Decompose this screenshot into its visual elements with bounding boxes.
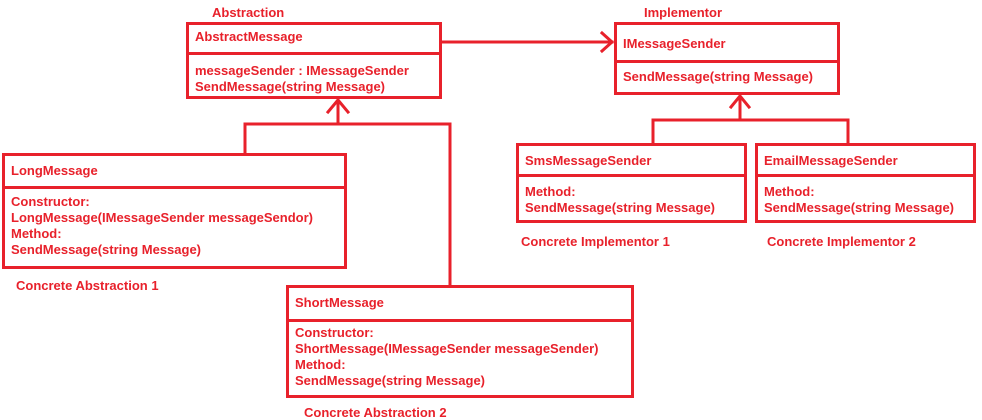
abstraction-label: Abstraction: [212, 5, 285, 20]
member-text: SendMessage(string Message): [295, 373, 486, 388]
association-arrowhead: [599, 30, 615, 54]
class-name: LongMessage: [11, 163, 98, 178]
member-text: ShortMessage(IMessageSender messageSende…: [295, 341, 599, 356]
class-members: Method: SendMessage(string Message): [525, 184, 740, 216]
short-message-caption: Concrete Abstraction 2: [304, 405, 447, 420]
long-message-caption: Concrete Abstraction 1: [16, 278, 159, 293]
class-name: ShortMessage: [295, 295, 384, 310]
abstract-message-class: AbstractMessage messageSender : IMessage…: [186, 22, 442, 99]
class-name: IMessageSender: [623, 36, 726, 51]
member-text: Constructor:: [11, 194, 90, 209]
short-inheritance-line: [336, 99, 452, 288]
member-text: SendMessage(string Message): [11, 242, 202, 257]
member-text: LongMessage(IMessageSender messageSendor…: [11, 210, 313, 225]
email-sender-class: EmailMessageSender Method: SendMessage(s…: [755, 143, 976, 223]
abstraction-arrowhead: [325, 97, 351, 115]
class-divider: [189, 52, 439, 55]
short-message-class: ShortMessage Constructor: ShortMessage(I…: [286, 285, 634, 398]
class-divider: [617, 60, 837, 63]
class-members: messageSender : IMessageSender SendMessa…: [195, 63, 435, 95]
class-divider: [519, 174, 744, 177]
member-text: SendMessage(string Message): [195, 79, 386, 94]
member-text: Method:: [295, 357, 346, 372]
class-divider: [758, 174, 973, 177]
class-members: Method: SendMessage(string Message): [764, 184, 969, 216]
sms-implementation-line: [651, 95, 742, 145]
class-members: SendMessage(string Message): [623, 69, 833, 85]
class-name: SmsMessageSender: [525, 153, 652, 168]
member-text: SendMessage(string Message): [525, 200, 716, 215]
member-text: Method:: [764, 184, 815, 199]
class-divider: [5, 186, 344, 189]
class-members: Constructor: ShortMessage(IMessageSender…: [295, 325, 627, 389]
member-text: SendMessage(string Message): [623, 69, 814, 84]
member-text: Constructor:: [295, 325, 374, 340]
class-members: Constructor: LongMessage(IMessageSender …: [11, 194, 340, 258]
email-sender-caption: Concrete Implementor 2: [767, 234, 916, 249]
long-message-class: LongMessage Constructor: LongMessage(IMe…: [2, 153, 347, 269]
member-text: messageSender : IMessageSender: [195, 63, 409, 78]
class-name: EmailMessageSender: [764, 153, 898, 168]
long-inheritance-line: [243, 122, 340, 155]
member-text: SendMessage(string Message): [764, 200, 955, 215]
class-name: AbstractMessage: [195, 29, 303, 44]
class-divider: [289, 319, 631, 322]
implementor-arrowhead: [728, 93, 752, 110]
imessage-sender-interface: IMessageSender SendMessage(string Messag…: [614, 22, 840, 95]
member-text: Method:: [525, 184, 576, 199]
email-implementation-line: [738, 118, 850, 145]
member-text: Method:: [11, 226, 62, 241]
implementor-label: Implementor: [644, 5, 723, 20]
sms-sender-caption: Concrete Implementor 1: [521, 234, 670, 249]
sms-sender-class: SmsMessageSender Method: SendMessage(str…: [516, 143, 747, 223]
